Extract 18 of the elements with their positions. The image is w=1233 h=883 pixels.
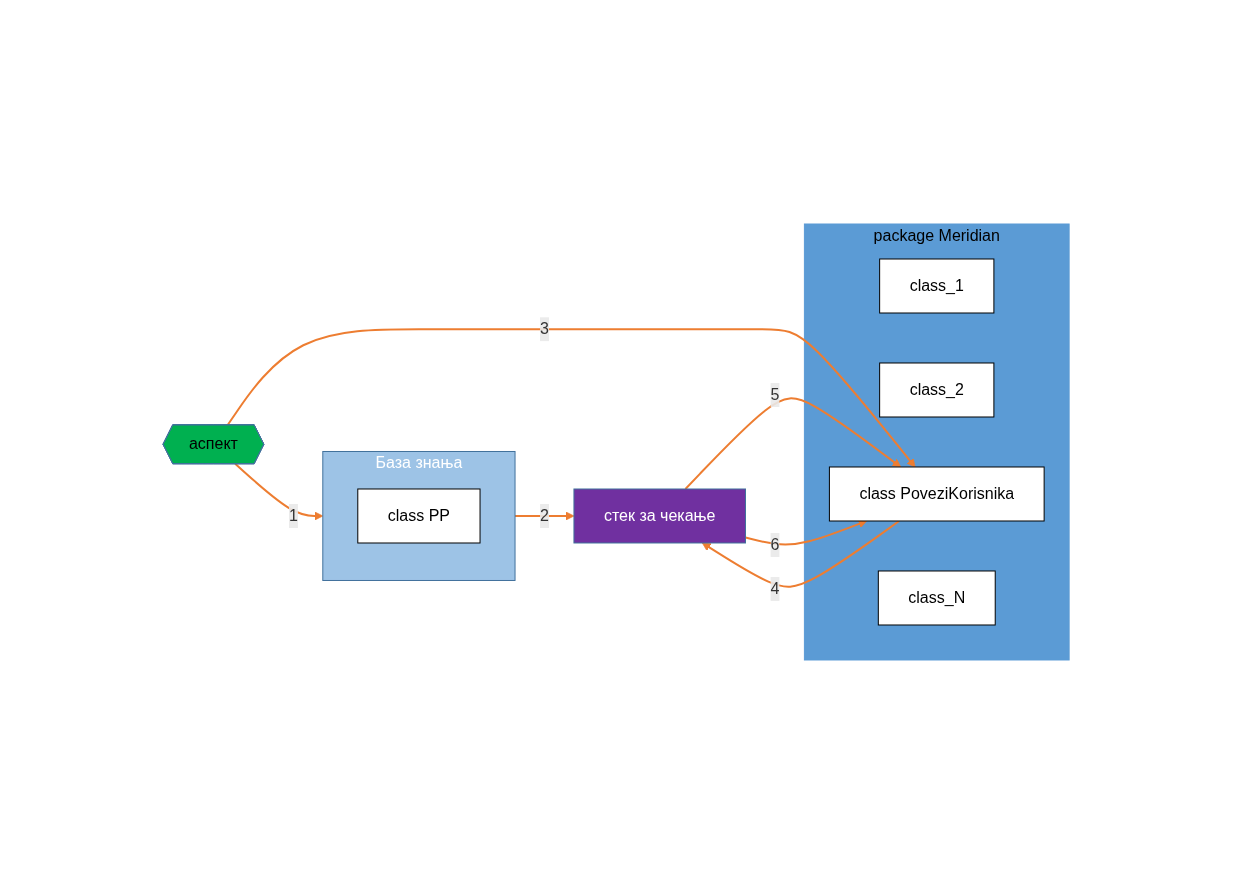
node-box: class PP bbox=[357, 488, 481, 543]
node-box: стек за чекање bbox=[573, 488, 747, 543]
edge-label: 3 bbox=[540, 319, 550, 337]
node-box: class_N bbox=[878, 570, 997, 625]
arrow bbox=[514, 511, 575, 520]
node-box: class_1 bbox=[879, 258, 995, 313]
edge-label: 6 bbox=[770, 535, 780, 553]
edge-label: 5 bbox=[770, 385, 780, 403]
node-box: class PoveziKorisnika bbox=[829, 466, 1046, 521]
edge-label: 4 bbox=[770, 579, 780, 597]
arrow bbox=[702, 519, 901, 588]
node-box: class_2 bbox=[879, 362, 995, 417]
arrow bbox=[744, 519, 868, 545]
edge-label: 1 bbox=[289, 506, 299, 524]
edge-label: 2 bbox=[540, 506, 550, 524]
arrow bbox=[226, 327, 916, 467]
arrow bbox=[684, 396, 902, 490]
arrow bbox=[234, 462, 324, 520]
